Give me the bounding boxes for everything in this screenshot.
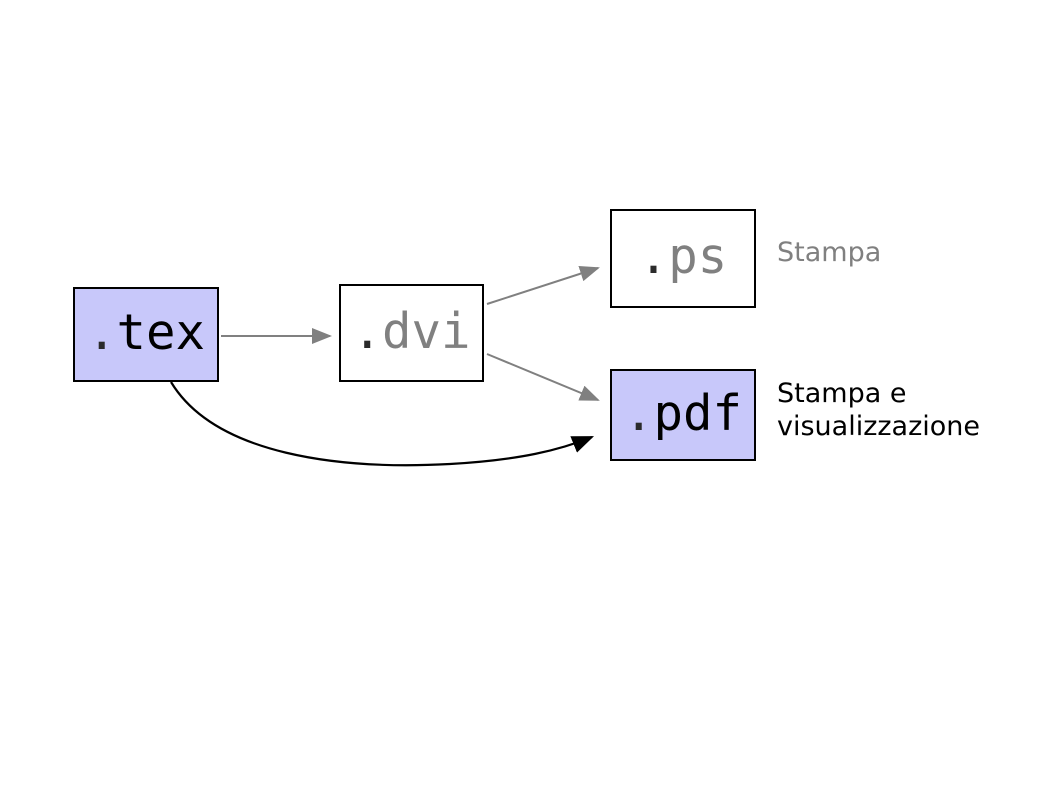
edge-dvi-to-pdf (486, 353, 600, 401)
node-dvi-label: .dvi (352, 307, 470, 360)
node-label-extension: tex (116, 304, 206, 361)
node-pdf-label: .pdf (624, 389, 742, 442)
edge-tex-to-pdf (170, 381, 595, 467)
node-ps-label: .ps (639, 232, 728, 285)
node-label-dot: . (623, 384, 654, 442)
node-label-dot: . (352, 302, 382, 360)
node-label-dot: . (638, 228, 669, 285)
edge-dvi-to-ps (486, 265, 600, 305)
node-label-extension: ps (668, 228, 728, 285)
annotation-stampa-visualizzazione: Stampa e visualizzazione (777, 378, 981, 442)
node-label-extension: dvi (382, 302, 471, 360)
node-pdf[interactable]: .pdf (610, 369, 756, 461)
node-label-dot: . (86, 304, 117, 361)
node-ps[interactable]: .ps (610, 209, 756, 308)
node-label-extension: pdf (653, 384, 743, 442)
node-tex-label: .tex (87, 308, 205, 361)
node-tex[interactable]: .tex (73, 287, 219, 382)
node-dvi[interactable]: .dvi (339, 284, 484, 382)
annotation-stampa: Stampa (777, 237, 882, 268)
